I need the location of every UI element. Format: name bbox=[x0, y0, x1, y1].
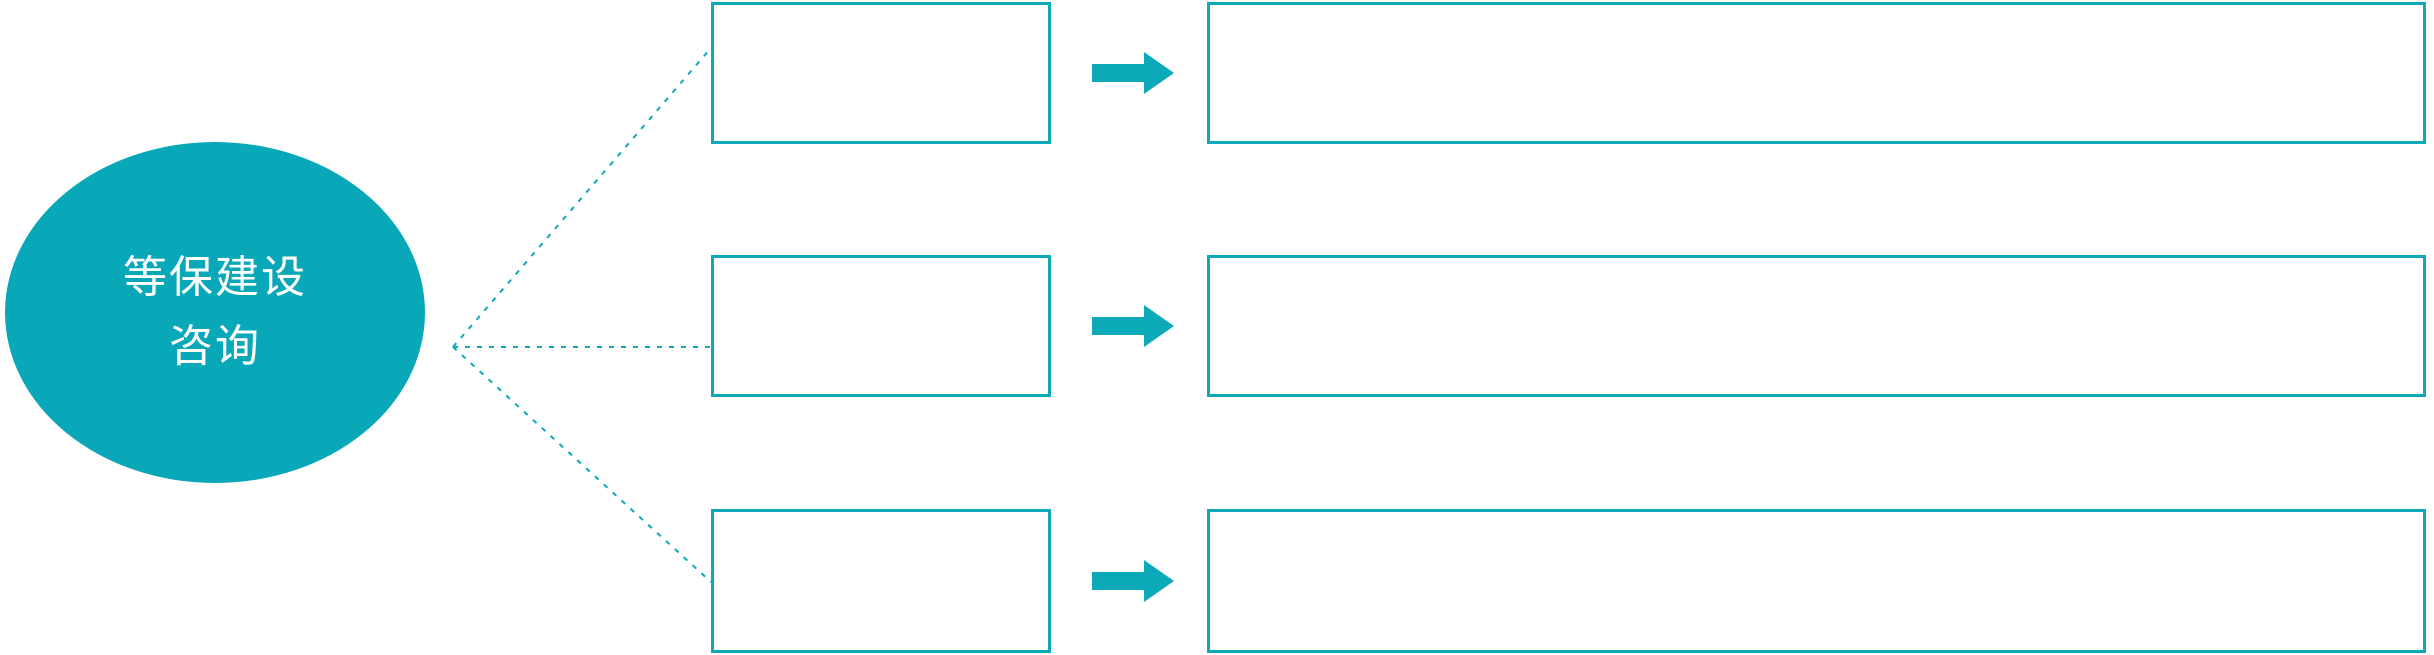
detail-box-1[interactable] bbox=[1207, 2, 2426, 144]
detail-box-3[interactable] bbox=[1207, 509, 2426, 653]
detail-box-2[interactable] bbox=[1207, 255, 2426, 397]
diagram-row bbox=[0, 255, 2434, 397]
hub-title-line-1: 等保建设 bbox=[123, 253, 307, 303]
arrow-right-icon-3 bbox=[1092, 560, 1174, 602]
stage-box-2[interactable] bbox=[711, 255, 1051, 397]
hub-node[interactable]: 等保建设 咨询 bbox=[5, 142, 425, 483]
stage-box-1[interactable] bbox=[711, 2, 1051, 144]
stage-box-3[interactable] bbox=[711, 509, 1051, 653]
hub-title-line-2: 咨询 bbox=[169, 321, 261, 371]
arrow-right-icon-2 bbox=[1092, 305, 1174, 347]
arrow-right-icon-1 bbox=[1092, 52, 1174, 94]
diagram-row bbox=[0, 2, 2434, 144]
diagram-row bbox=[0, 509, 2434, 653]
